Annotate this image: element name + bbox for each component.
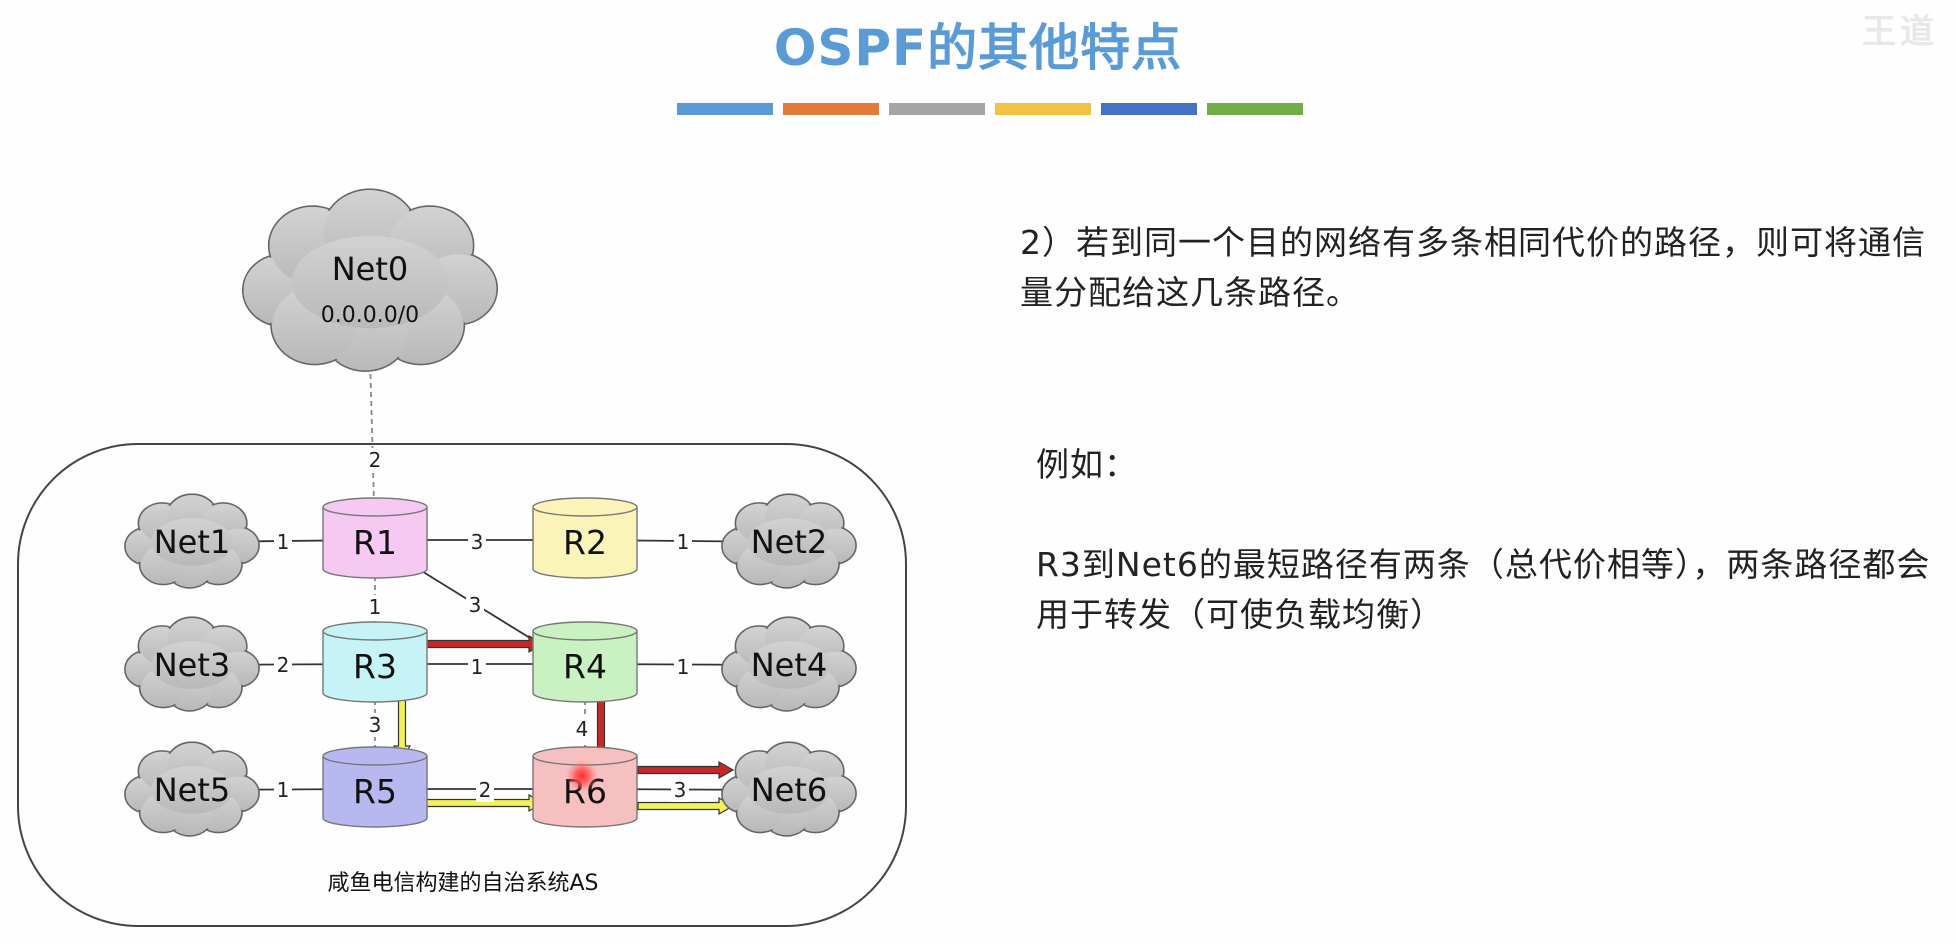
- cost-label-bg: [468, 655, 486, 679]
- cost-label-r1-r2: 3: [471, 530, 484, 554]
- cost-label-bg: [274, 653, 292, 677]
- cost-label-bg: [671, 778, 689, 802]
- rule-paragraph: 2）若到同一个目的网络有多条相同代价的路径，则可将通信量分配给这几条路径。: [1020, 223, 1926, 312]
- router-r5: R5: [322, 746, 428, 828]
- cost-label-r1-r4: 3: [469, 593, 482, 617]
- example-heading: 例如：: [1036, 445, 1138, 484]
- path-arrow-r6-net6: [637, 760, 735, 780]
- cloud-net0: Net0 0.0.0.0/0: [241, 188, 499, 372]
- cost-label-net0-r1: 2: [369, 448, 382, 472]
- cost-label-bg: [274, 530, 292, 554]
- cloud-label-net5: Net5: [154, 771, 231, 809]
- cost-label-bg: [573, 717, 591, 741]
- path-arrow-r3-r4: [421, 634, 545, 654]
- cost-label-net1-r1: 1: [277, 530, 290, 554]
- router-label-r2: R2: [563, 523, 607, 562]
- cost-label-net5-r5: 1: [277, 778, 290, 802]
- router-label-r1: R1: [353, 523, 397, 562]
- cloud-label-net2: Net2: [751, 523, 828, 561]
- cost-label-r3-r4: 1: [471, 655, 484, 679]
- router-label-r3: R3: [353, 647, 397, 686]
- cloud-label-net0: Net0: [332, 250, 409, 288]
- color-bar-segment: [677, 103, 773, 115]
- cloud-label-net4: Net4: [751, 646, 828, 684]
- cost-label-bg: [274, 778, 292, 802]
- color-bar-segment: [889, 103, 985, 115]
- cost-label-bg: [366, 713, 384, 737]
- cloud-sublabel-net0: 0.0.0.0/0: [321, 303, 419, 328]
- cost-label-net3-r3: 2: [277, 653, 290, 677]
- cost-label-bg: [468, 530, 486, 554]
- cost-label-bg: [366, 448, 384, 472]
- color-bar-segment: [995, 103, 1091, 115]
- router-r4: R4: [532, 621, 638, 703]
- cost-label-r1-r3: 1: [369, 595, 382, 619]
- color-bar-segment: [1101, 103, 1197, 115]
- color-bar-segment: [783, 103, 879, 115]
- cloud-label-net1: Net1: [154, 523, 231, 561]
- router-label-r4: R4: [563, 647, 607, 686]
- color-bar-segment: [1207, 103, 1303, 115]
- watermark: 王道: [1862, 12, 1938, 52]
- cloud-net3: Net3: [124, 616, 260, 712]
- router-r1: R1: [322, 497, 428, 579]
- example-paragraph: R3到Net6的最短路径有两条（总代价相等），两条路径都会用于转发（可使负载均衡…: [1036, 545, 1931, 634]
- cloud-net6: Net6: [721, 741, 857, 837]
- cost-label-r3-r5: 3: [369, 713, 382, 737]
- as-caption: 咸鱼电信构建的自治系统AS: [327, 871, 598, 896]
- cost-label-bg: [476, 778, 494, 802]
- cost-label-r4-net4: 1: [677, 655, 690, 679]
- cost-label-r6-net6: 3: [674, 778, 687, 802]
- cost-label-r2-net2: 1: [677, 530, 690, 554]
- cost-label-bg: [366, 595, 384, 619]
- cost-label-r5-r6: 2: [479, 778, 492, 802]
- page-title: OSPF的其他特点: [773, 19, 1183, 77]
- cost-label-bg: [466, 593, 484, 617]
- cloud-net2: Net2: [721, 493, 857, 589]
- router-r2: R2: [532, 497, 638, 579]
- as-boundary: [17, 443, 907, 927]
- cloud-net4: Net4: [721, 616, 857, 712]
- cloud-net1: Net1: [124, 493, 260, 589]
- cloud-label-net3: Net3: [154, 646, 231, 684]
- router-r3: R3: [322, 621, 428, 703]
- cost-label-r4-r6: 4: [576, 717, 589, 741]
- laser-pointer: [566, 760, 598, 792]
- cost-label-bg: [674, 530, 692, 554]
- router-label-r5: R5: [353, 772, 397, 811]
- cloud-label-net6: Net6: [751, 771, 828, 809]
- cost-label-bg: [674, 655, 692, 679]
- cloud-net5: Net5: [124, 741, 260, 837]
